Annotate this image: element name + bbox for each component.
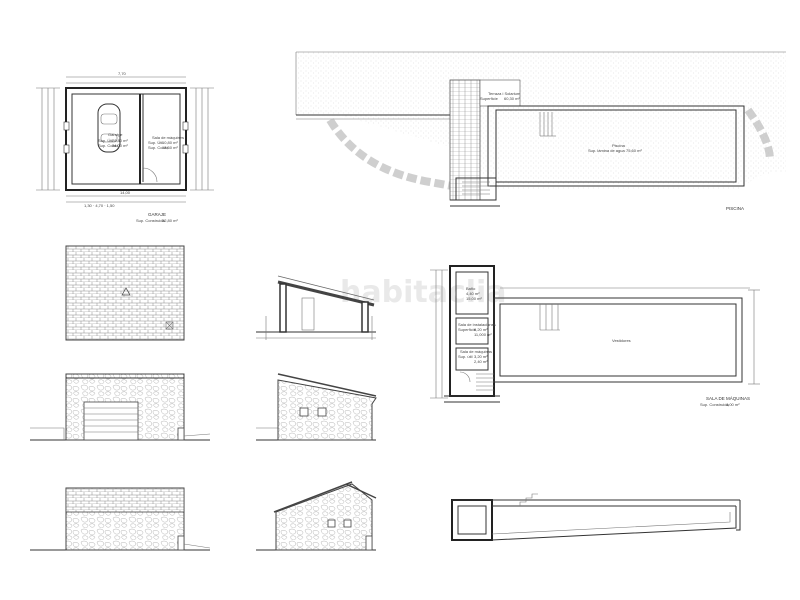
garage-front-elevation xyxy=(30,373,211,441)
mr-room3-area: 3,20 m² xyxy=(474,354,488,359)
garage-title: GARAJE xyxy=(148,212,166,217)
machine-room-sup-const: Sup. Const. xyxy=(148,145,169,150)
machine-room-plan: Baño 4,40 m² 15,00 m² Sala de instalacio… xyxy=(430,265,760,407)
garage-rear-elevation xyxy=(30,487,211,551)
machine-room-label: Sala de màquines xyxy=(152,135,184,140)
mr-room3-sup: Sup. útil xyxy=(458,354,473,359)
pool-label: Piscina xyxy=(612,143,626,148)
garage-roof-plan xyxy=(65,245,185,341)
garage-area: 52,80 m² xyxy=(162,218,178,223)
mr-room2-const: 11,000 m² xyxy=(474,332,492,337)
garage-dim-bottom2: 1,30 · 4,70 · 1,50 xyxy=(84,203,115,208)
garage-side-elevation-2 xyxy=(256,481,377,551)
mr-room2-area: 6,20 m² xyxy=(474,327,488,332)
mr-room3-label: Sala de máquinas xyxy=(460,349,492,354)
garage-room-label: Garatge xyxy=(108,132,123,137)
machine-room-val1: 10,80 m² xyxy=(162,140,178,145)
garage-subtitle: Sup. Construida xyxy=(136,218,165,223)
garage-room-val1: 28,80 m² xyxy=(112,138,128,143)
terrace-sup: Superficie xyxy=(480,96,499,101)
mr-room3-const: 2,40 m² xyxy=(474,359,488,364)
mr-subtitle: Sup. Construida xyxy=(700,402,729,407)
garage-section xyxy=(256,275,376,340)
mr-room2-label: Sala de instalaciones xyxy=(458,322,496,327)
mr-room1-label: Baño xyxy=(466,286,476,291)
machine-room-sup-util: Sup. Útil xyxy=(148,140,163,145)
mr-room2-sup: Superficie xyxy=(458,327,477,332)
mr-room1-const: 15,00 m² xyxy=(466,296,482,301)
garage-floor-plan: 7,70 Garatge Sup. Útil 28,80 m² xyxy=(36,71,214,223)
pool-section xyxy=(451,493,741,541)
pool-sup: Sup. lámina de agua xyxy=(588,148,625,153)
garage-dim-top: 7,70 xyxy=(118,71,127,76)
mr-room1-area: 4,40 m² xyxy=(466,291,480,296)
garage-room-sup-const: Sup. Const. xyxy=(98,143,119,148)
machine-room-val2: 13,60 m² xyxy=(162,145,178,150)
garage-room-sup-util: Sup. Útil xyxy=(98,138,113,143)
terrace-area: 60,30 m² xyxy=(504,96,520,101)
mr-title: SALA DE MÁQUINAS xyxy=(706,395,750,401)
garage-room-val2: 34,00 m² xyxy=(112,143,128,148)
garage-dim-bottom: 14,00 xyxy=(120,190,131,195)
pool-title: PISCINA xyxy=(726,206,744,211)
mr-center-label: Vestidores xyxy=(612,338,631,343)
terrace-label: Terraza i Solarium xyxy=(488,91,521,96)
garage-side-elevation xyxy=(256,373,377,441)
pool-area: 75,60 m² xyxy=(626,148,642,153)
mr-area: 4,00 m² xyxy=(726,402,740,407)
pool-plan: Terraza i Solarium Superficie 60,30 m² P… xyxy=(295,51,786,211)
